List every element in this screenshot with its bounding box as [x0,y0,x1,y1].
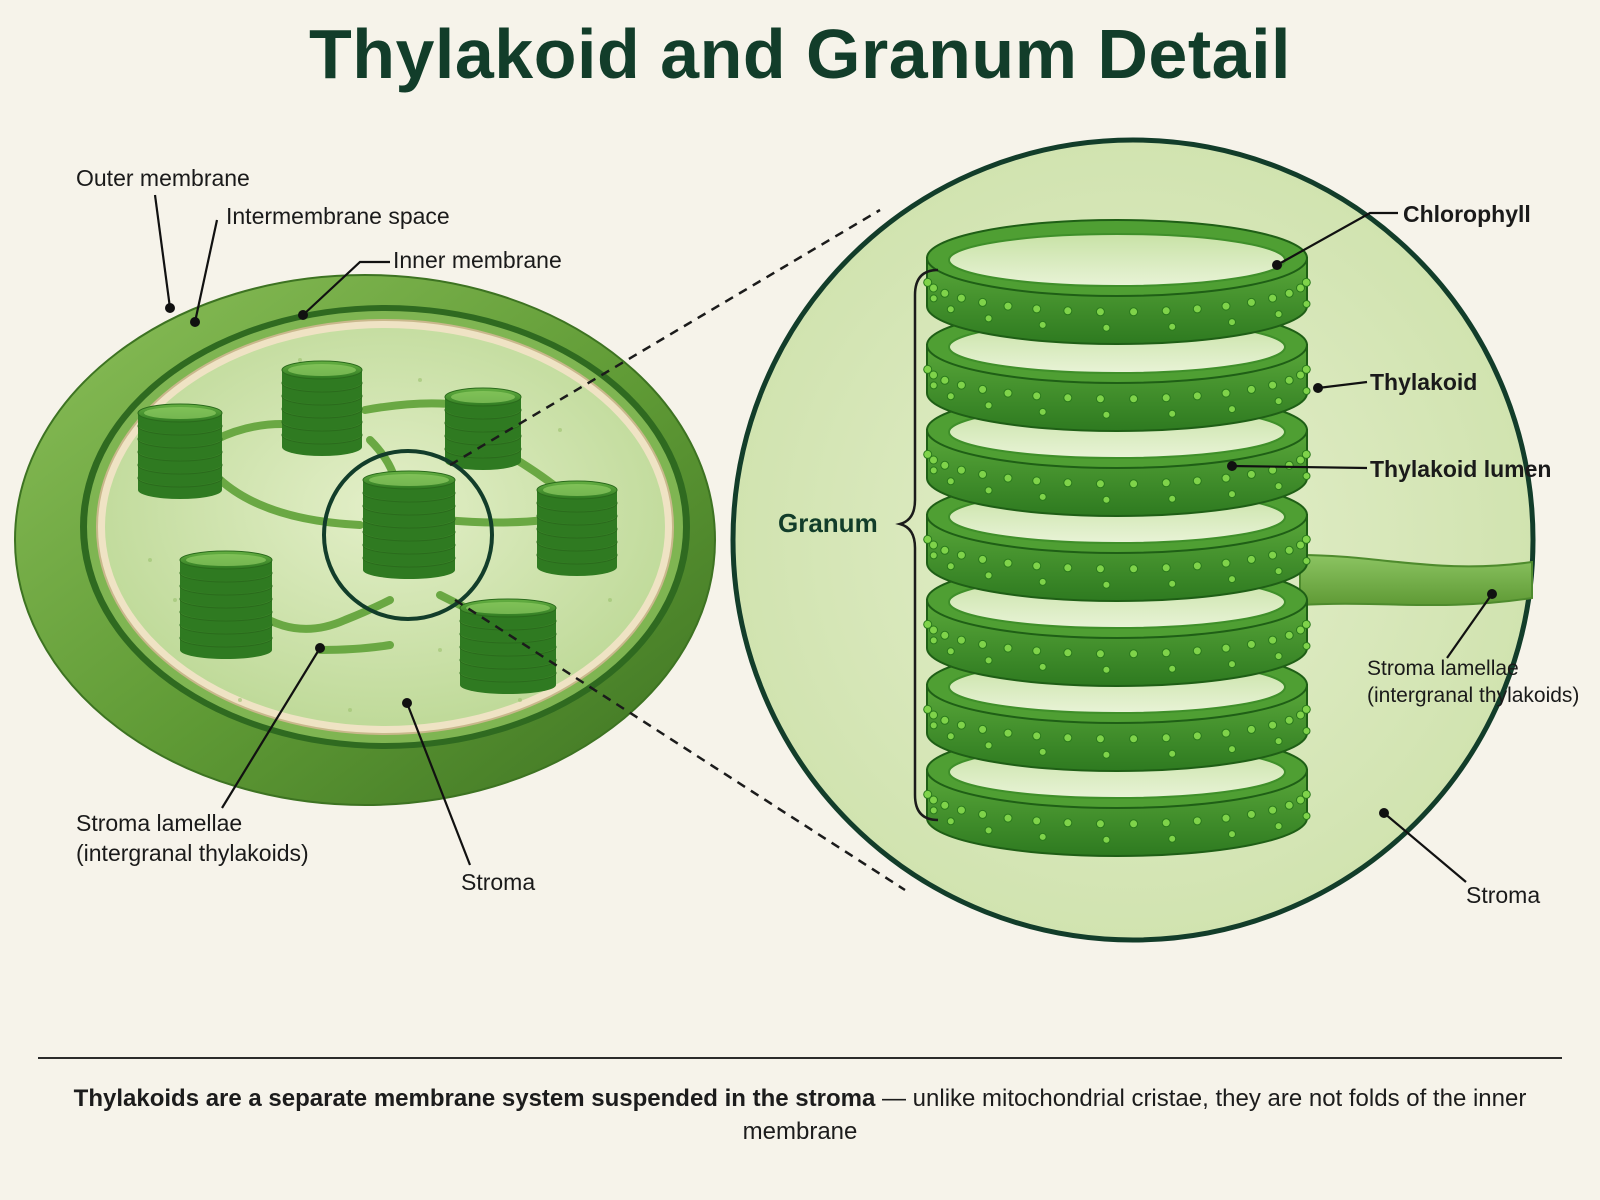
zoom-lines [449,208,906,892]
mini-granum [281,360,363,456]
label-thylakoid: Thylakoid [1370,369,1477,395]
zoom-panel [730,137,1536,943]
label-thylakoid-lumen: Thylakoid lumen [1370,456,1551,482]
granum-stack [923,219,1311,857]
caption: Thylakoids are a separate membrane syste… [60,1082,1540,1148]
leader-lines [153,194,1493,883]
label-stroma-right: Stroma [1466,882,1540,908]
granum-brace [895,268,939,822]
mini-granum [137,403,223,499]
label-stroma-left: Stroma [461,869,535,895]
mini-granum [536,480,618,576]
label-inner-membrane: Inner membrane [393,247,562,273]
divider [38,1057,1562,1059]
thylakoid-disc [923,219,1311,345]
label-granum: Granum [778,508,878,538]
label-stroma-lamellae-left-sub: (intergranal thylakoids) [76,840,309,866]
caption-rest: — unlike mitochondrial cristae, they are… [742,1085,1527,1145]
label-outer-membrane: Outer membrane [76,165,250,191]
label-chlorophyll: Chlorophyll [1403,201,1531,227]
right-lamella [1299,553,1533,607]
mini-granum [362,470,456,579]
mini-granum [179,550,273,659]
label-stroma-lamellae-right: Stroma lamellae [1367,657,1519,680]
leader-dots [165,260,1497,818]
chloroplast [14,274,716,806]
page-title: Thylakoid and Granum Detail [308,15,1291,93]
left-grana [137,360,618,694]
label-stroma-lamellae-right-sub: (intergranal thylakoids) [1367,684,1579,707]
mini-granum [459,598,557,694]
caption-bold: Thylakoids are a separate membrane syste… [73,1085,876,1112]
label-stroma-lamellae-left: Stroma lamellae [76,810,242,836]
label-intermembrane-space: Intermembrane space [226,203,450,229]
mini-granum [444,387,522,470]
zoom-highlight-circle [322,449,494,621]
